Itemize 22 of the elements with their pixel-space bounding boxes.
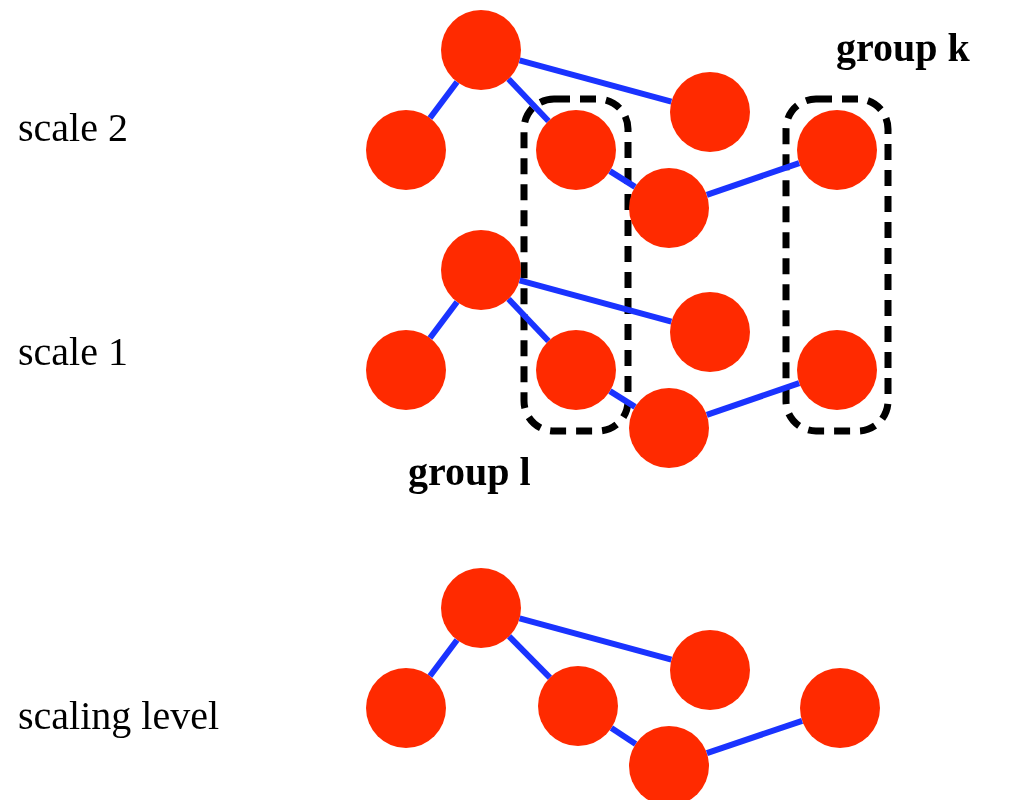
connector-line [518, 615, 673, 663]
connector-line [507, 634, 552, 680]
row-label: scale 2 [18, 106, 128, 150]
connector-line [427, 300, 460, 340]
row-label: scale 1 [18, 330, 128, 374]
connector-line [518, 277, 673, 325]
connector-line [705, 718, 804, 756]
connector-line [609, 725, 638, 747]
connector-line [427, 80, 460, 120]
tree-node-circle [536, 110, 616, 190]
group-label: group k [836, 26, 970, 70]
connector-line [705, 160, 801, 198]
connector-line [506, 76, 551, 124]
group-label: group l [408, 450, 531, 494]
connector-line [608, 388, 637, 410]
connector-line [608, 168, 637, 190]
tree-node-circle [538, 666, 618, 746]
row-label: scaling level [18, 694, 220, 738]
connector-line [518, 57, 673, 105]
connector-line [427, 638, 460, 678]
connector-line [506, 296, 551, 344]
tree-node-circle [536, 330, 616, 410]
